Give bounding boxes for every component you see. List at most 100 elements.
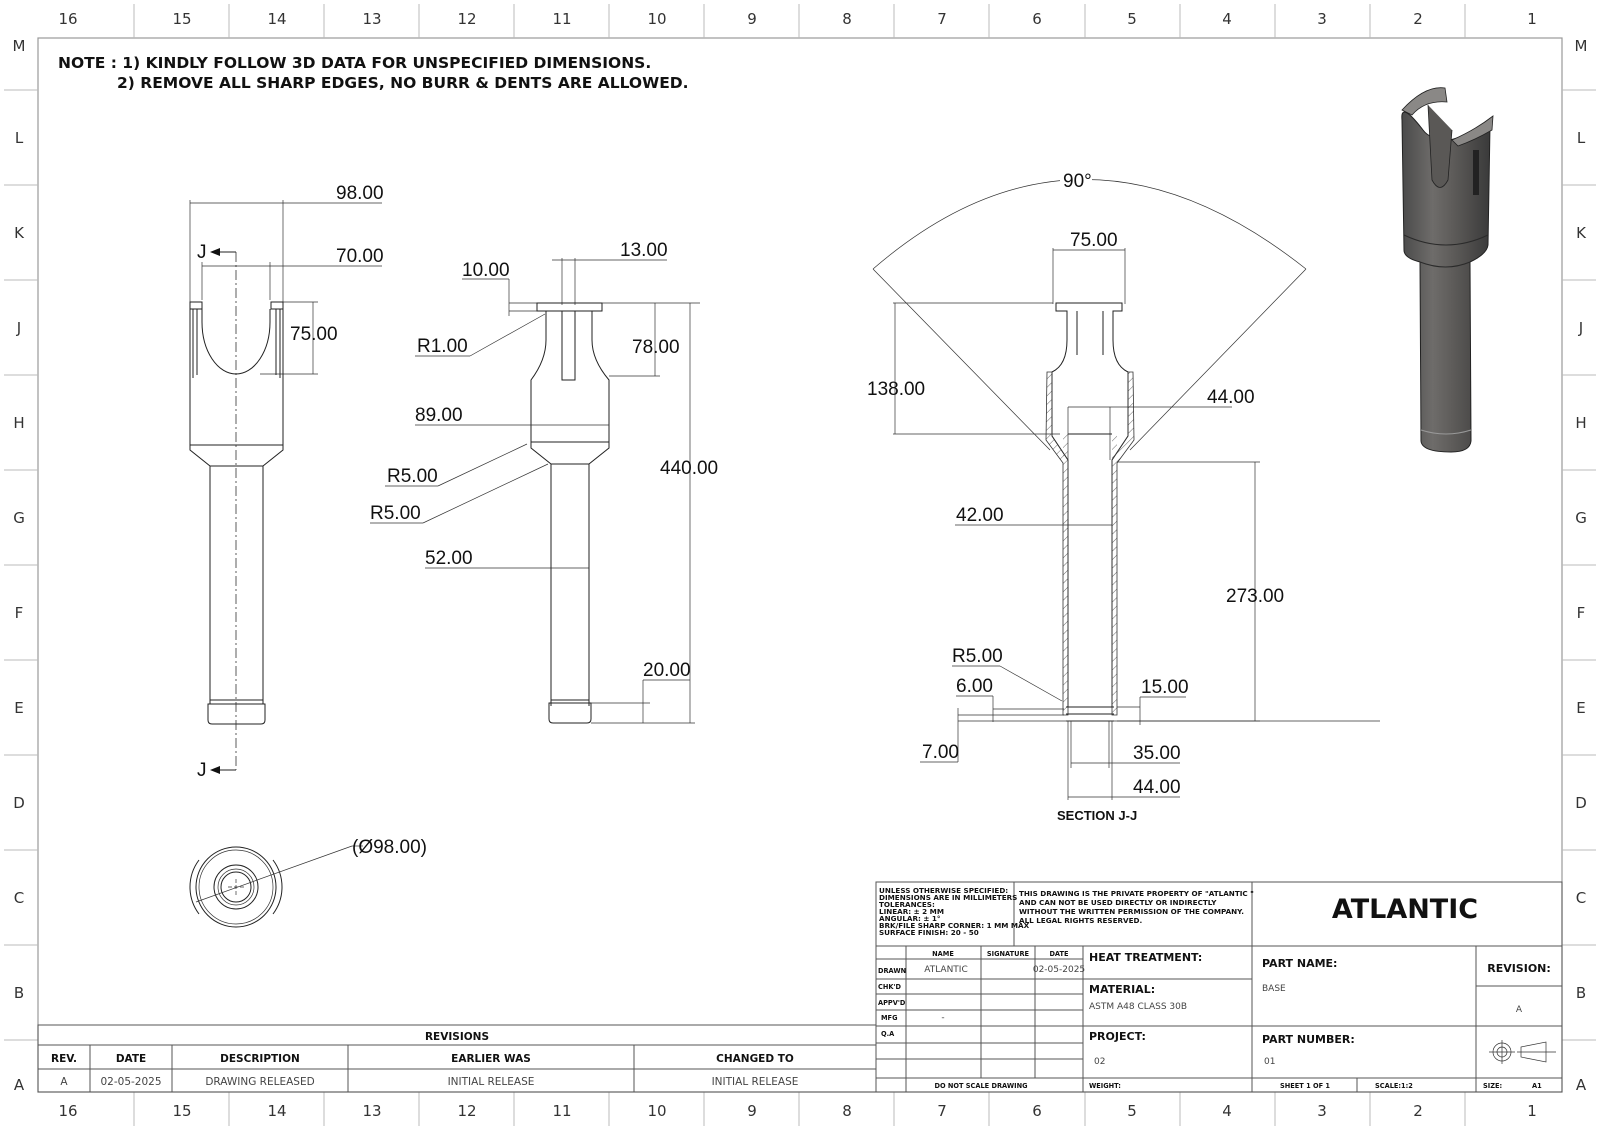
title_block-sign_rows-3-role: MFG — [881, 1014, 897, 1022]
sheet-column_labels-6: 10 — [647, 1102, 666, 1120]
sheet-column_labels-3: 13 — [362, 10, 381, 28]
revisions-columns-0: REV. — [51, 1053, 77, 1065]
note-line-2: 2) REMOVE ALL SHARP EDGES, NO BURR & DEN… — [117, 74, 689, 92]
sheet-row_labels-0: M — [1575, 37, 1588, 55]
dim-end-length: 20.00 — [643, 660, 691, 681]
sheet-column_labels-11: 5 — [1127, 10, 1137, 28]
sheet-row_labels-9: C — [1576, 889, 1586, 907]
dim-fillet-1: R5.00 — [387, 466, 438, 487]
sheet-column_labels-12: 4 — [1222, 1102, 1232, 1120]
sheet-column_labels-5: 11 — [552, 1102, 571, 1120]
title_block-sign_headers-2: DATE — [1049, 950, 1069, 958]
material-value: ASTM A48 CLASS 30B — [1089, 1002, 1187, 1012]
sheet-row_labels-9: C — [14, 889, 24, 907]
dim-overall-width: 98.00 — [336, 183, 384, 204]
sheet-row_labels-5: G — [1575, 509, 1587, 527]
sheet-row_labels-5: G — [13, 509, 25, 527]
title_block-tolerances-1: DIMENSIONS ARE IN MILLIMETERS — [879, 893, 1017, 902]
sheet-row_labels-1: L — [15, 129, 24, 147]
project-value: 02 — [1094, 1057, 1105, 1067]
sheet-column_labels-7: 9 — [747, 1102, 757, 1120]
sheet-column_labels-4: 12 — [457, 1102, 476, 1120]
title_block-property-0: THIS DRAWING IS THE PRIVATE PROPERTY OF … — [1019, 889, 1254, 898]
title_block-sign_rows-0-name: ATLANTIC — [924, 965, 968, 975]
dim-groove-offset: 15.00 — [1141, 677, 1189, 698]
part-number-value: 01 — [1264, 1057, 1275, 1067]
side-view: 13.00 10.00 R1.00 78.00 89.00 R5.00 — [370, 240, 718, 724]
revision-value: A — [1516, 1005, 1523, 1015]
sheet-column_labels-8: 8 — [842, 10, 852, 28]
title_block-tolerances-5: BRK/FILE SHARP CORNER: 1 MM MAX — [879, 921, 1030, 930]
row-labels-left: ML KJ HG FE DC BA — [13, 37, 26, 1094]
part-name-label: PART NAME: — [1262, 957, 1337, 970]
dim-bore-inner: 42.00 — [956, 505, 1004, 526]
title_block-property-2: WITHOUT THE WRITTEN PERMISSION OF THE CO… — [1019, 907, 1244, 916]
property-notice: THIS DRAWING IS THE PRIVATE PROPERTY OF … — [1019, 889, 1254, 925]
dim-shaft-diameter: 52.00 — [425, 548, 473, 569]
title_block-do_not_scale: DO NOT SCALE DRAWING — [935, 1082, 1028, 1090]
part-name-value: BASE — [1262, 984, 1286, 994]
sheet-column_labels-11: 5 — [1127, 1102, 1137, 1120]
title_block-sign_rows-4-role: Q.A — [881, 1030, 895, 1038]
title_block-tolerances-0: UNLESS OTHERWISE SPECIFIED: — [879, 886, 1008, 895]
sheet-row_labels-3: J — [1578, 319, 1583, 337]
revisions-columns-1: DATE — [116, 1053, 146, 1065]
dim-groove-width: 6.00 — [956, 676, 993, 697]
sheet-row_labels-11: A — [14, 1076, 25, 1094]
dim-slot-length: 78.00 — [632, 337, 680, 358]
title_block-property-3: ALL LEGAL RIGHTS RESERVED. — [1019, 916, 1142, 925]
title_block-tolerances-2: TOLERANCES: — [879, 900, 935, 909]
dim-end-offset: 7.00 — [922, 742, 959, 763]
sheet-column_labels-3: 13 — [362, 1102, 381, 1120]
dim-top-width: 75.00 — [1070, 230, 1118, 251]
sheet-column_labels-0: 16 — [58, 1102, 77, 1120]
size-value: A1 — [1532, 1082, 1542, 1090]
dim-fillet-top: R1.00 — [417, 336, 468, 357]
sheet-column_labels-15: 1 — [1527, 10, 1537, 28]
drawing-notes: NOTE : 1) KINDLY FOLLOW 3D DATA FOR UNSP… — [58, 54, 689, 92]
dim-bore-length: 273.00 — [1226, 586, 1284, 607]
section-marker-bottom: J — [197, 760, 207, 781]
sheet-row_labels-2: K — [1576, 224, 1587, 242]
revisions-columns-4: CHANGED TO — [716, 1053, 794, 1065]
sheet-row_labels-2: K — [14, 224, 25, 242]
title_block-sign_headers-1: SIGNATURE — [987, 950, 1030, 958]
title_block-sign_rows-0-date: 02-05-2025 — [1033, 965, 1085, 975]
title_block-property-1: AND CAN NOT BE USED DIRECTLY OR INDIRECT… — [1019, 898, 1217, 907]
sheet-number: SHEET 1 OF 1 — [1280, 1082, 1330, 1090]
company-logo-text: ATLANTIC — [1332, 894, 1478, 925]
revision-label: REVISION: — [1487, 962, 1551, 975]
revisions-rows-0-2: DRAWING RELEASED — [205, 1076, 314, 1088]
revisions-table: REVISIONS REV. DATE DESCRIPTION EARLIER … — [37, 1024, 877, 1093]
note-line-1: NOTE : 1) KINDLY FOLLOW 3D DATA FOR UNSP… — [58, 54, 651, 72]
title_block-tolerances-4: ANGULAR: ± 1° — [879, 914, 941, 923]
dim-angle: 90° — [1063, 171, 1092, 192]
sheet-column_labels-13: 3 — [1317, 10, 1327, 28]
revisions-rows-0-3: INITIAL RELEASE — [448, 1076, 535, 1088]
sheet-column_labels-14: 2 — [1413, 10, 1423, 28]
sheet-column_labels-1: 15 — [172, 1102, 191, 1120]
sheet-column_labels-14: 2 — [1413, 1102, 1423, 1120]
sheet-row_labels-1: L — [1577, 129, 1586, 147]
sheet-row_labels-3: J — [16, 319, 21, 337]
revision-row: A 02-05-2025 DRAWING RELEASED INITIAL RE… — [60, 1076, 798, 1088]
material-label: MATERIAL: — [1089, 983, 1155, 996]
dim-end-outer: 44.00 — [1133, 777, 1181, 798]
sheet-column_labels-8: 8 — [842, 1102, 852, 1120]
dim-bore-upper: 44.00 — [1207, 387, 1255, 408]
sheet-column_labels-7: 9 — [747, 10, 757, 28]
revisions-rows-0-0: A — [60, 1076, 68, 1088]
dim-slot-width: 13.00 — [620, 240, 668, 261]
sheet-column_labels-9: 7 — [937, 10, 947, 28]
bottom-view: (Ø98.00) — [189, 837, 427, 928]
dim-fillet-2: R5.00 — [370, 503, 421, 524]
title_block-tolerances-3: LINEAR: ± 2 MM — [879, 907, 944, 916]
section-view: 90° 75.00 138.00 44.00 42.00 273.00 — [867, 170, 1380, 823]
signature-grid: NAME SIGNATURE DATE DRAWN ATLANTIC 02-05… — [876, 946, 1562, 1092]
revisions-rows-0-1: 02-05-2025 — [100, 1076, 161, 1088]
title_block-sign_rows-2-role: APPV'D — [878, 999, 906, 1007]
isometric-model — [1401, 87, 1494, 453]
tolerance-note: UNLESS OTHERWISE SPECIFIED: DIMENSIONS A… — [879, 886, 1030, 937]
